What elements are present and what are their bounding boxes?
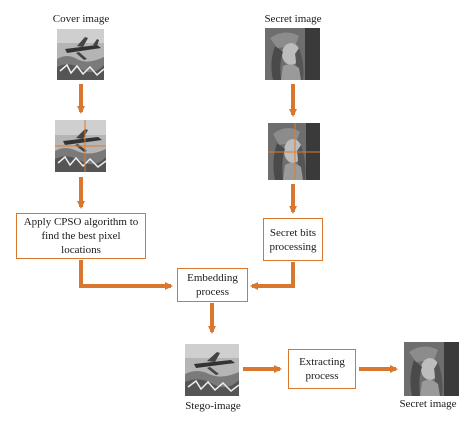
secret-image-grid: [268, 123, 320, 180]
portrait-photo-icon: [404, 342, 459, 396]
secret-bits-box: Secret bits processing: [263, 218, 323, 261]
extracting-box: Extracting process: [288, 349, 356, 389]
airplane-photo-icon: [185, 344, 239, 396]
cover-image-label: Cover image: [52, 13, 110, 25]
cover-image: [57, 29, 104, 80]
arrow-cpso-to-embedding: [79, 260, 173, 290]
cpso-box: Apply CPSO algorithm to find the best pi…: [16, 213, 146, 259]
secret-image-label-top: Secret image: [264, 13, 322, 25]
arrow-secretbits-to-embedding: [250, 262, 295, 290]
recovered-secret-image: [404, 342, 459, 396]
portrait-photo-icon: [265, 28, 320, 80]
airplane-photo-icon: [55, 120, 106, 172]
airplane-photo-icon: [57, 29, 104, 80]
portrait-photo-icon: [268, 123, 320, 180]
secret-image-label-bottom: Secret image: [399, 398, 457, 410]
cover-image-grid: [55, 120, 106, 172]
stego-image-label: Stego-image: [185, 400, 241, 412]
secret-image: [265, 28, 320, 80]
stego-image: [185, 344, 239, 396]
embedding-box: Embedding process: [177, 268, 248, 302]
